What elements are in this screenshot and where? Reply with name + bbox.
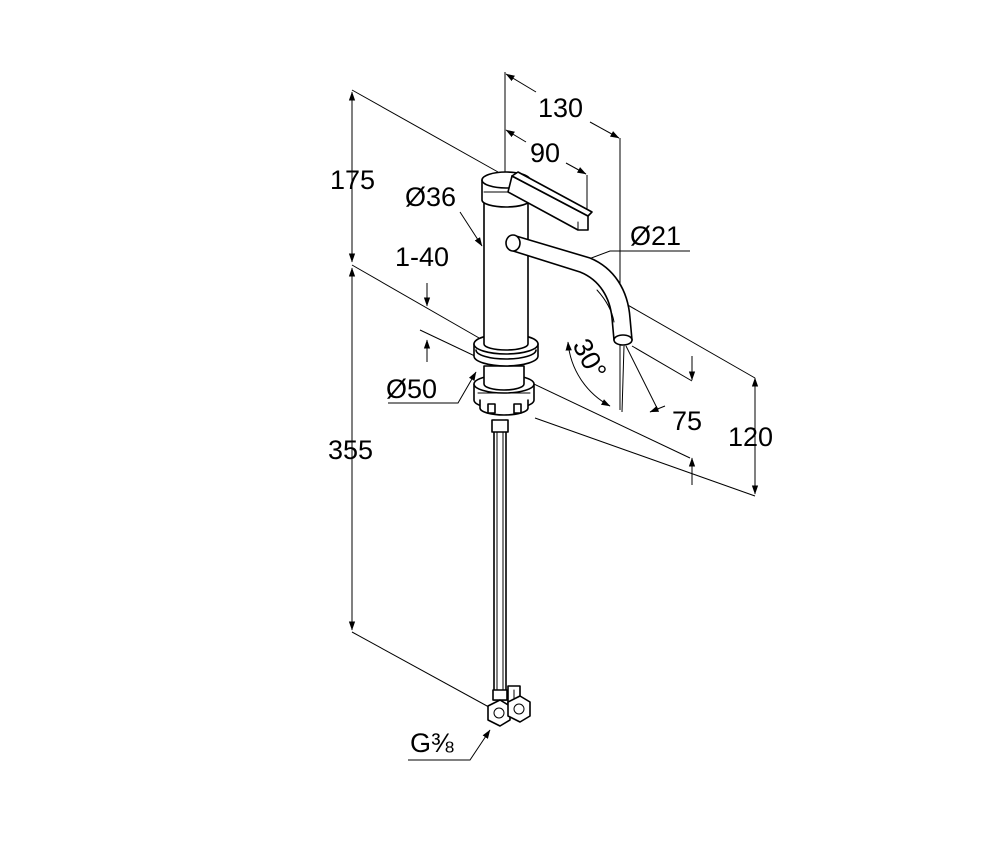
dimension-90-line-a bbox=[505, 129, 527, 143]
label-angle-30: 30° bbox=[567, 334, 613, 384]
main-body bbox=[483, 191, 529, 351]
dimension-130-line-b bbox=[589, 121, 620, 139]
label-355: 355 bbox=[328, 435, 373, 465]
label-90: 90 bbox=[530, 138, 560, 168]
extension-line-top bbox=[351, 89, 499, 173]
extension-line-deck bbox=[351, 264, 501, 351]
spout bbox=[505, 234, 633, 346]
faucet bbox=[473, 171, 633, 727]
leader-angle-75 bbox=[649, 405, 666, 413]
extension-line-outlet bbox=[631, 345, 693, 382]
label-1-40: 1-40 bbox=[395, 242, 449, 272]
label-175: 175 bbox=[330, 165, 375, 195]
label-130: 130 bbox=[538, 93, 583, 123]
dimension-90-line-b bbox=[565, 162, 587, 175]
extension-line-deck-bottom bbox=[419, 329, 691, 459]
lever-handle bbox=[507, 171, 593, 231]
angle-30-ray-inclined bbox=[625, 345, 659, 411]
dimension-130-line-a bbox=[505, 73, 537, 93]
mounting-nut bbox=[473, 365, 535, 416]
connection-nut bbox=[487, 695, 531, 727]
leader-connection-thread bbox=[408, 729, 491, 761]
label-120: 120 bbox=[728, 422, 773, 452]
leader-diameter-50 bbox=[388, 371, 477, 404]
label-diameter-36: Ø36 bbox=[405, 182, 456, 212]
label-connection-thread: G⅜ bbox=[410, 728, 454, 758]
extension-line-spout bbox=[611, 295, 756, 379]
label-diameter-21: Ø21 bbox=[630, 221, 681, 251]
leader-diameter-36 bbox=[459, 211, 483, 247]
label-diameter-50: Ø50 bbox=[386, 374, 437, 404]
label-75: 75 bbox=[672, 406, 702, 436]
extension-line-base-right bbox=[534, 417, 756, 497]
extension-line-base bbox=[351, 631, 499, 713]
angle-30-ray-vertical bbox=[621, 345, 625, 413]
supply-hose bbox=[491, 419, 509, 701]
angle-30-arc bbox=[565, 341, 611, 407]
